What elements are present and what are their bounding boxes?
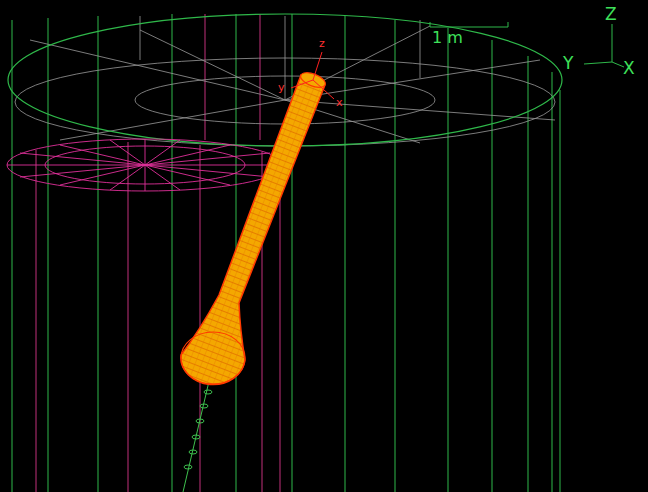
scale-label: 1 m [432, 30, 463, 46]
axis-label: X [623, 60, 635, 77]
cylinder-lines [12, 14, 560, 492]
inner-disc [7, 139, 283, 191]
scale-bar [430, 22, 508, 27]
axis-label: z [319, 38, 325, 49]
global-axes [584, 24, 624, 67]
axis-label: Y [563, 55, 573, 72]
axis-label: Z [605, 6, 617, 23]
axis-label: x [336, 97, 343, 108]
local-axes [291, 52, 334, 99]
tapered-tube [181, 70, 327, 385]
axis-label: y [278, 82, 285, 93]
